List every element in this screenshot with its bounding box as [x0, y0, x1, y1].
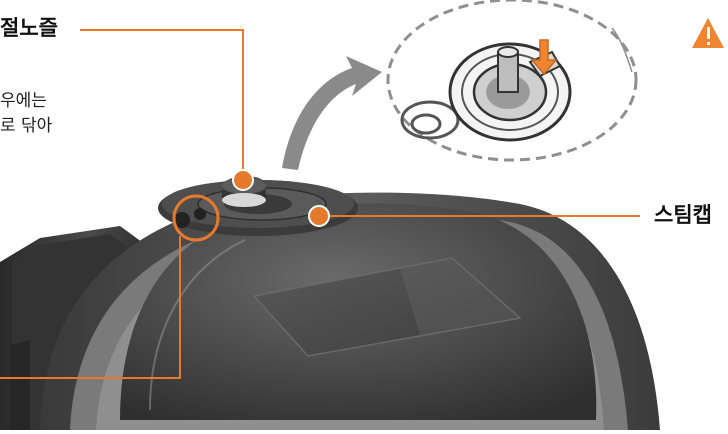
magnified-detail	[386, 0, 638, 162]
callout-lines	[0, 29, 640, 379]
instruction-line-2: 로 닦아	[0, 116, 53, 136]
display-panel	[252, 257, 522, 357]
label-steam-cap: 스팀캡	[654, 203, 712, 227]
curved-arrow-icon	[282, 56, 382, 170]
steam-cap-plate	[158, 176, 358, 236]
label-nozzle: 절노즐	[0, 16, 58, 40]
steam-hole	[174, 208, 206, 228]
instruction-line-1: 우에는	[0, 91, 47, 111]
warning-icon	[692, 18, 724, 48]
